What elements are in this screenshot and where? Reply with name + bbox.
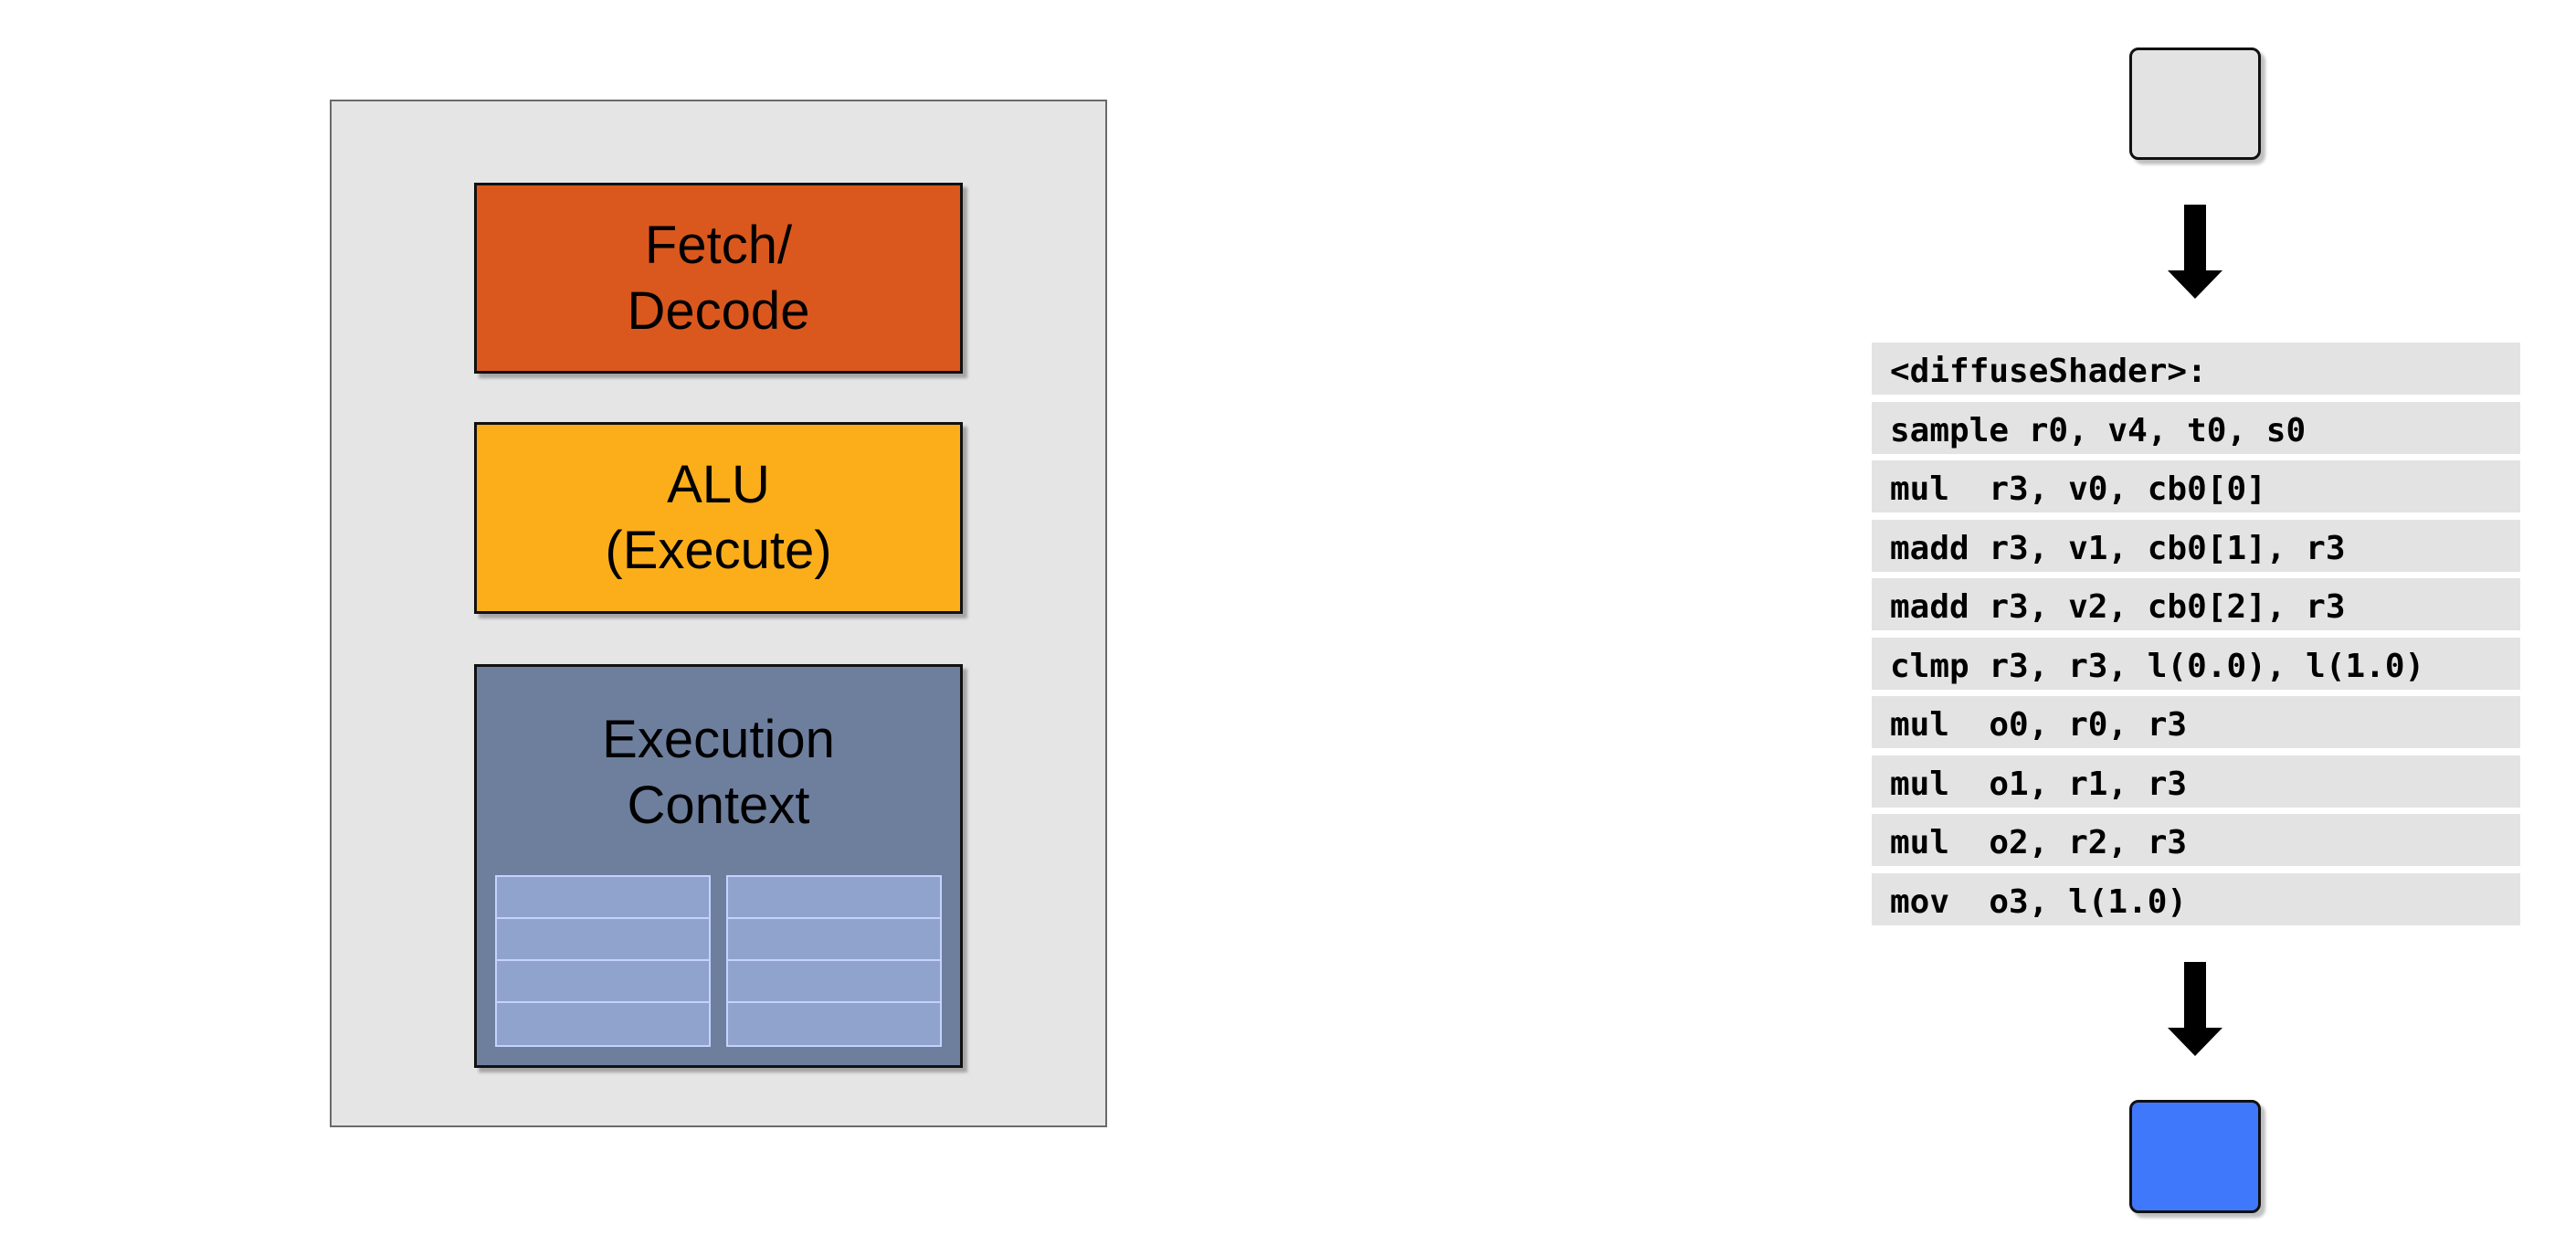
- code-line: madd r3, v1, cb0[1], r3: [1872, 519, 2520, 572]
- code-line: madd r3, v2, cb0[2], r3: [1872, 578, 2520, 630]
- register-file-right: [726, 875, 942, 1047]
- alu-block: ALU (Execute): [474, 422, 963, 614]
- fetch-decode-label-line1: Fetch/: [644, 215, 793, 275]
- code-line: mul o1, r1, r3: [1872, 755, 2520, 808]
- alu-label-line1: ALU: [667, 455, 770, 514]
- register-cell: [728, 877, 940, 919]
- register-cell: [497, 961, 709, 1003]
- code-line: mul o2, r2, r3: [1872, 814, 2520, 866]
- code-line: sample r0, v4, t0, s0: [1872, 401, 2520, 454]
- alu-label-line2: (Execute): [605, 521, 832, 580]
- output-fragment: [2129, 1100, 2261, 1213]
- code-line: mul r3, v0, cb0[0]: [1872, 460, 2520, 512]
- register-cell: [728, 919, 940, 961]
- code-line: mul o0, r0, r3: [1872, 696, 2520, 748]
- down-arrow-icon: [2168, 205, 2222, 299]
- register-cell: [497, 877, 709, 919]
- fetch-decode-label-line2: Decode: [627, 280, 810, 341]
- register-file-left: [495, 875, 711, 1047]
- code-line: mov o3, l(1.0): [1872, 872, 2520, 925]
- input-fragment: [2129, 48, 2261, 160]
- register-cell: [728, 961, 940, 1003]
- execution-context-block: Execution Context: [474, 664, 963, 1068]
- code-line: <diffuseShader>:: [1872, 343, 2520, 395]
- register-cell: [728, 1003, 940, 1045]
- execution-context-label-line1: Execution: [602, 710, 835, 769]
- down-arrow-icon: [2168, 962, 2222, 1056]
- code-line: clmp r3, r3, l(0.0), l(1.0): [1872, 637, 2520, 690]
- shader-code-listing: <diffuseShader>: sample r0, v4, t0, s0 m…: [1872, 343, 2520, 932]
- execution-context-label-line2: Context: [627, 776, 810, 835]
- fetch-decode-block: Fetch/ Decode: [474, 183, 963, 374]
- register-cell: [497, 1003, 709, 1045]
- register-cell: [497, 919, 709, 961]
